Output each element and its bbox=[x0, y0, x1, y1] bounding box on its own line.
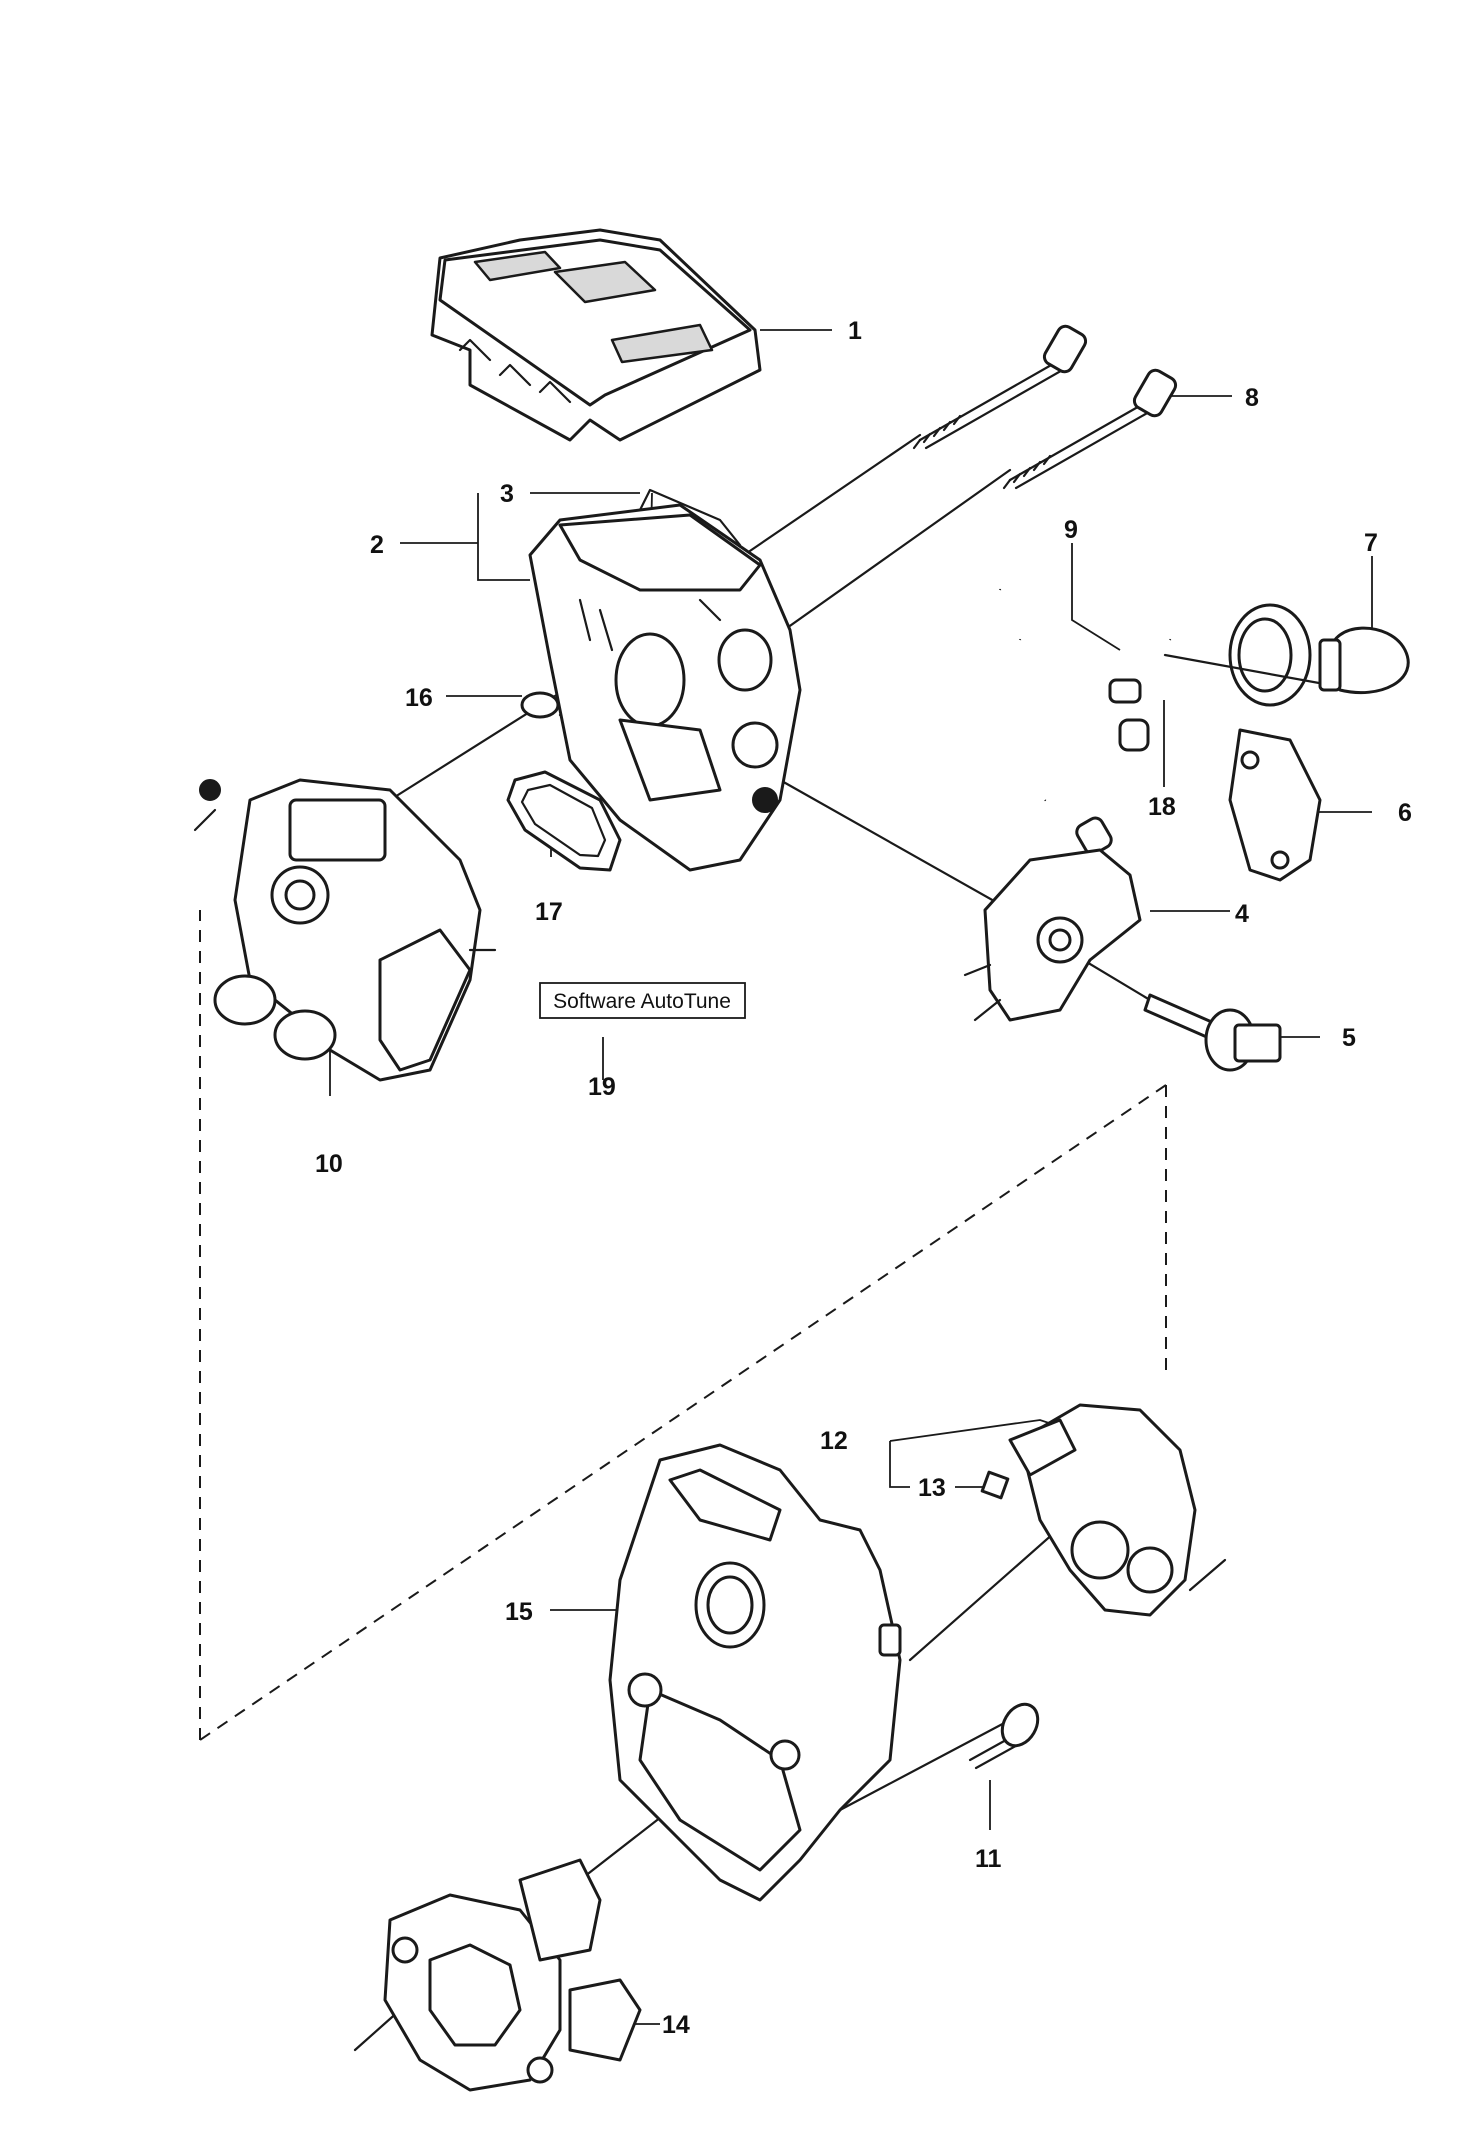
fuel-hose bbox=[986, 587, 1174, 856]
callout-5: 5 bbox=[1342, 1024, 1356, 1052]
callout-8: 8 bbox=[1245, 384, 1259, 412]
callout-numbers: 1 2 3 4 5 6 7 8 9 10 11 12 13 14 15 16 1… bbox=[315, 317, 1412, 2039]
primer-bulb bbox=[1163, 603, 1410, 707]
software-box-label: Software AutoTune bbox=[553, 990, 731, 1013]
callout-3: 3 bbox=[500, 480, 514, 508]
callout-12: 12 bbox=[820, 1427, 848, 1455]
throttle-plate bbox=[963, 848, 1142, 1022]
callout-14: 14 bbox=[662, 2011, 690, 2039]
callout-10: 10 bbox=[315, 1150, 343, 1178]
software-box: Software AutoTune bbox=[539, 982, 746, 1019]
long-bolts bbox=[912, 324, 1178, 490]
callout-13: 13 bbox=[918, 1474, 946, 1502]
callout-17: 17 bbox=[535, 898, 563, 926]
callout-11: 11 bbox=[975, 1845, 1002, 1873]
callout-1: 1 bbox=[848, 317, 862, 345]
air-filter-cover bbox=[430, 228, 762, 442]
callout-4: 4 bbox=[1235, 900, 1249, 928]
callout-18: 18 bbox=[1148, 793, 1176, 821]
intake-gasket bbox=[506, 770, 622, 872]
primer-bracket bbox=[1228, 728, 1322, 882]
mount-bracket bbox=[980, 1403, 1227, 1617]
callout-6: 6 bbox=[1398, 799, 1412, 827]
dashed-assembly-frame bbox=[199, 910, 1167, 1741]
callout-16: 16 bbox=[405, 684, 433, 712]
main-cover bbox=[608, 1443, 902, 1902]
callout-2: 2 bbox=[370, 531, 384, 559]
callout-15: 15 bbox=[505, 1598, 533, 1626]
intake-manifold bbox=[383, 1858, 642, 2092]
callout-9: 9 bbox=[1064, 516, 1078, 544]
small-o-ring bbox=[520, 691, 560, 719]
callout-19: 19 bbox=[588, 1073, 616, 1101]
carburetor bbox=[193, 778, 497, 1082]
intake-housing bbox=[528, 488, 802, 872]
pivot-bolt bbox=[1143, 993, 1282, 1072]
cover-screw bbox=[968, 1702, 1040, 1770]
callout-7: 7 bbox=[1364, 529, 1378, 557]
